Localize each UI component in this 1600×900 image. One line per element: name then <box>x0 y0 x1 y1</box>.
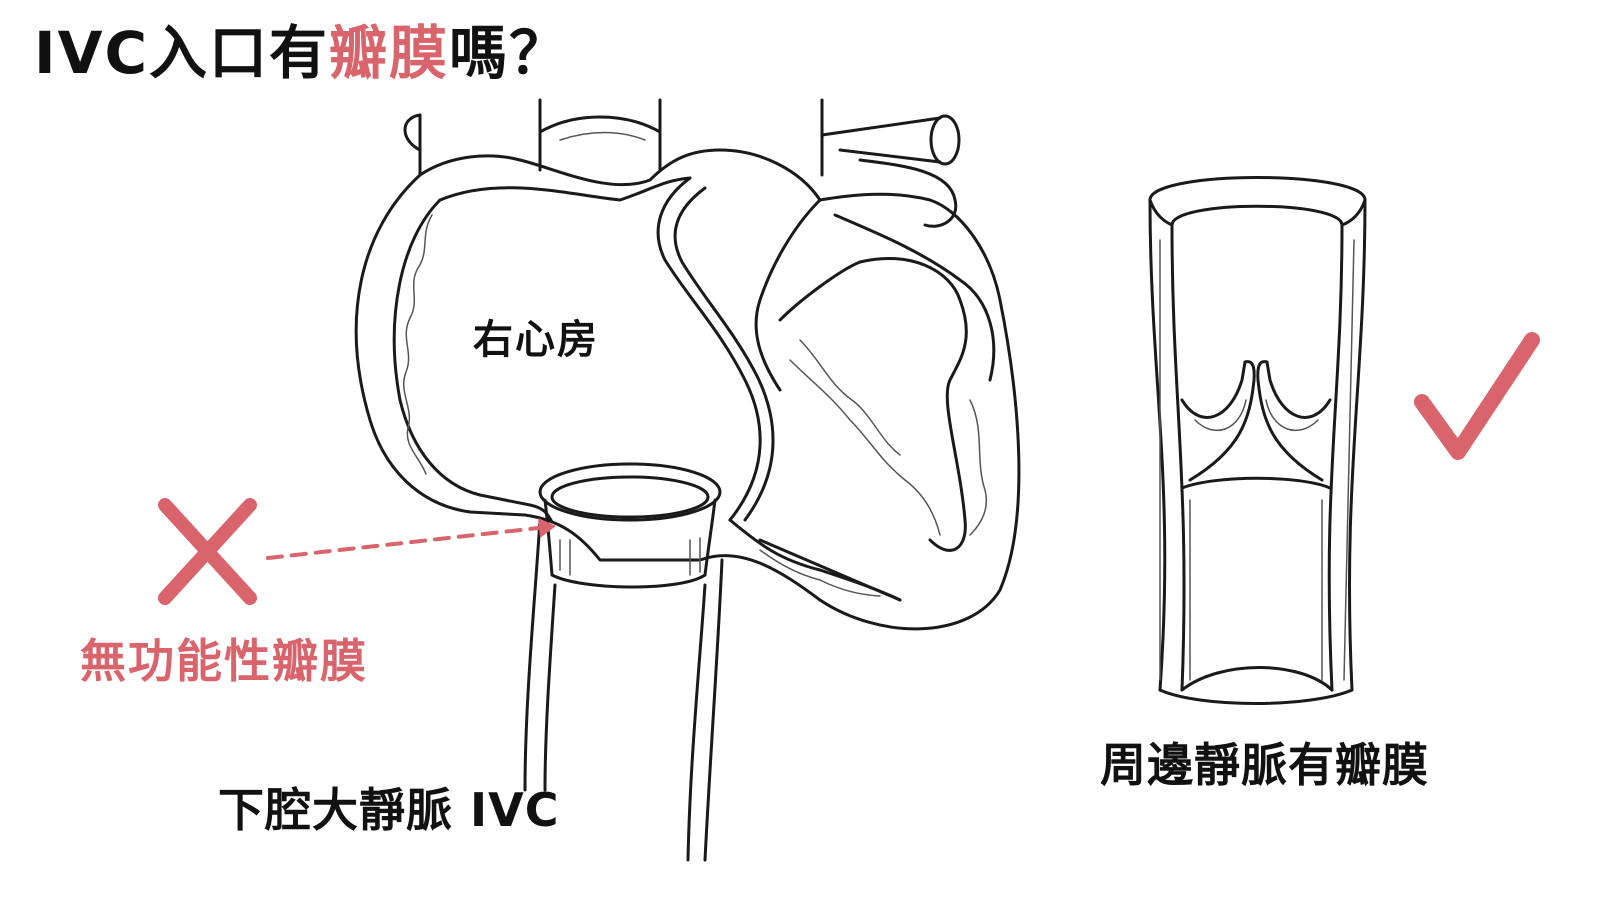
peripheral-vein-illustration <box>1148 176 1367 705</box>
heart-illustration <box>354 98 1021 631</box>
ivc-vessel <box>523 518 724 862</box>
peripheral-vein-label: 周邊靜脈有瓣膜 <box>1100 738 1429 792</box>
check-mark-icon <box>1414 332 1540 460</box>
right-atrium-label: 右心房 <box>473 317 599 363</box>
page-title: IVC入口有瓣膜嗎？ <box>34 19 570 87</box>
title-text-highlight: 瓣膜 <box>329 19 450 87</box>
nonfunctional-valve-label: 無功能性瓣膜 <box>80 634 368 688</box>
title-text-after: 嗎？ <box>449 19 570 87</box>
ivc-label: 下腔大靜脈 IVC <box>218 783 560 837</box>
dashed-arrow <box>266 518 556 560</box>
title-text-before: IVC入口有 <box>34 19 330 87</box>
x-mark-icon <box>158 498 257 605</box>
